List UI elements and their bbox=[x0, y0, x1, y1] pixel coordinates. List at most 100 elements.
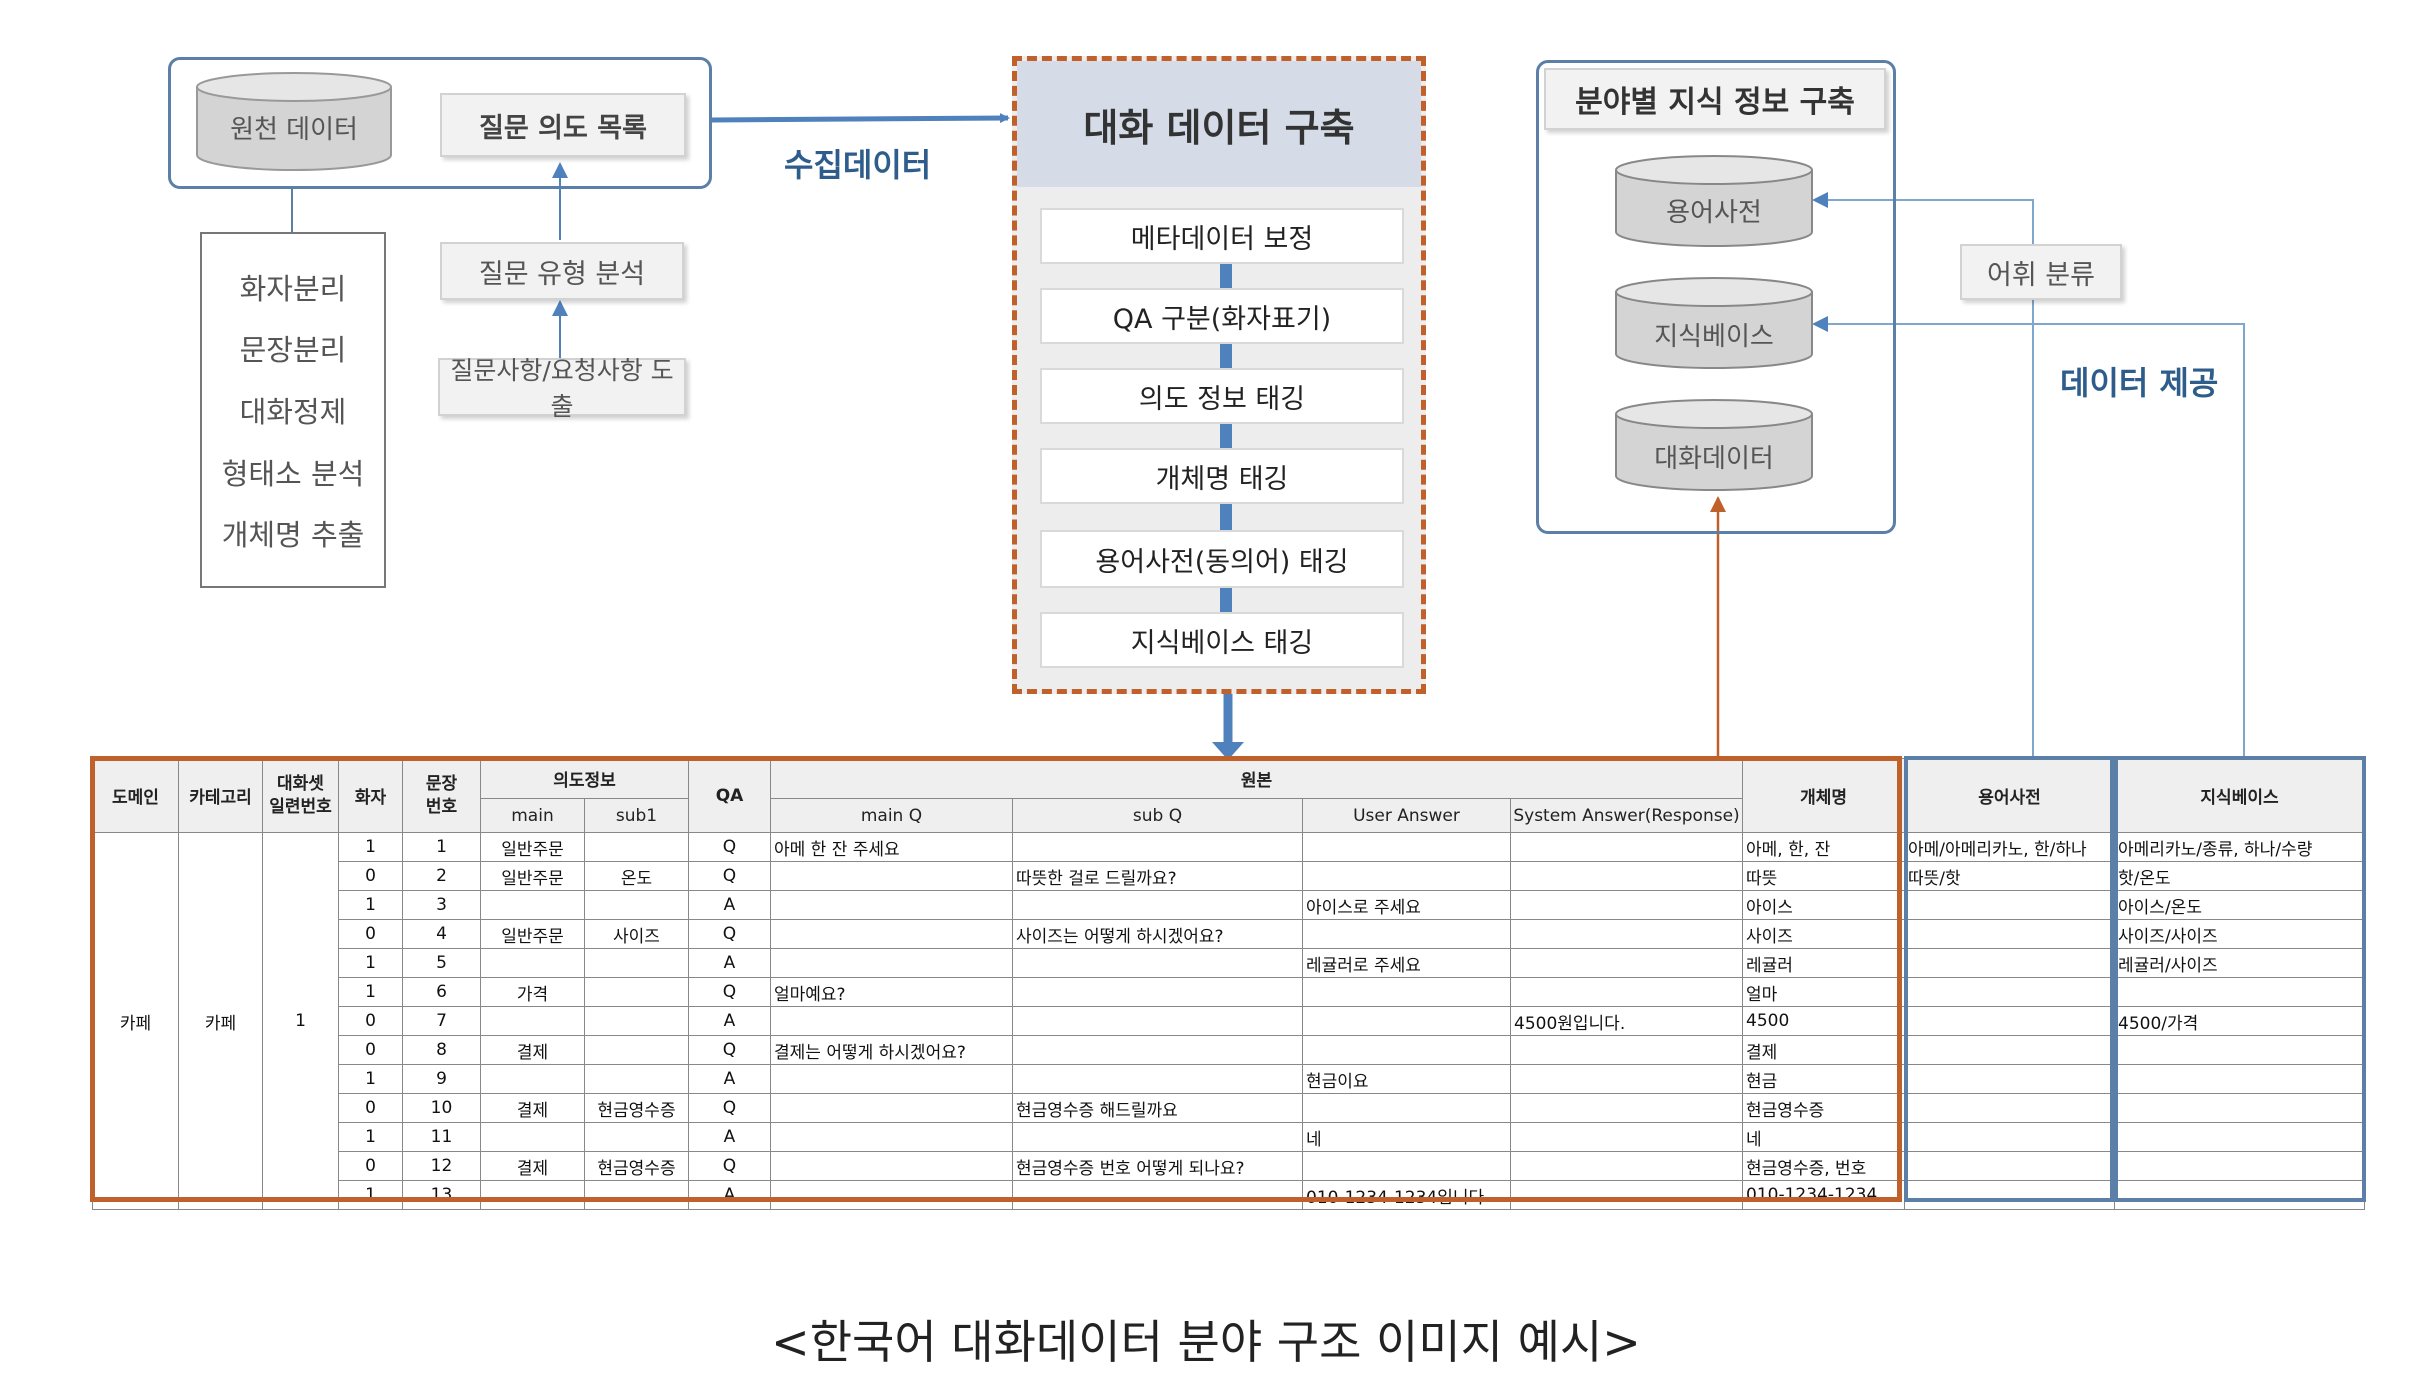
col-knowledge-base: 지식베이스 bbox=[2114, 758, 2366, 833]
cell-intent-main: 일반주문 bbox=[480, 832, 585, 862]
cell-intent-main: 결제 bbox=[480, 1151, 585, 1181]
cell-qa: Q bbox=[688, 1093, 771, 1123]
build-step-label: 지식베이스 태깅 bbox=[1130, 627, 1314, 659]
dialog-build-title-text: 대화 데이터 구축 bbox=[1083, 105, 1355, 150]
question-intent-list-card: 질문 의도 목록 bbox=[440, 93, 686, 157]
cell-qa: A bbox=[688, 1180, 771, 1210]
cell-sentence-no: 9 bbox=[402, 1064, 481, 1094]
source-data-cylinder: 원천 데이터 bbox=[195, 71, 393, 173]
cell-intent-sub1 bbox=[584, 977, 689, 1007]
cell-system-answer bbox=[1509, 919, 1744, 949]
cell-user-answer bbox=[1302, 1006, 1511, 1036]
cell-intent-sub1: 현금영수증 bbox=[584, 1151, 689, 1181]
cell-entity: 따뜻 bbox=[1742, 861, 1906, 891]
cell-term-dict bbox=[1904, 1006, 2116, 1036]
cell-intent-sub1: 사이즈 bbox=[584, 919, 689, 949]
cell-system-answer bbox=[1509, 861, 1744, 891]
cell-entity: 현금 bbox=[1742, 1064, 1906, 1094]
cell-knowledge-base bbox=[2114, 1035, 2366, 1065]
cell-term-dict bbox=[1904, 1035, 2116, 1065]
cell-user-answer bbox=[1302, 832, 1511, 862]
preprocess-step: 화자분리 bbox=[239, 271, 347, 306]
cell-sub-q bbox=[1012, 832, 1303, 862]
build-step-intent: 의도 정보 태깅 bbox=[1040, 368, 1404, 424]
cell-knowledge-base bbox=[2114, 1180, 2366, 1210]
cell-entity: 네 bbox=[1742, 1122, 1906, 1152]
knowledge-base-label: 지식베이스 bbox=[1654, 322, 1774, 352]
col-source: 원본 bbox=[769, 758, 1744, 799]
cell-entity: 결제 bbox=[1742, 1035, 1906, 1065]
cell-term-dict bbox=[1904, 1064, 2116, 1094]
cell-user-answer bbox=[1302, 1151, 1511, 1181]
cell-intent-sub1 bbox=[584, 832, 689, 862]
col-sentence-no: 문장 번호 bbox=[402, 758, 481, 833]
cell-intent-main: 일반주문 bbox=[480, 861, 585, 891]
preprocess-step: 문장분리 bbox=[239, 333, 347, 368]
cell-main-q bbox=[770, 1122, 1013, 1152]
cell-domain: 카페 bbox=[92, 832, 179, 1210]
cell-sub-q bbox=[1012, 1064, 1303, 1094]
knowledge-group-box bbox=[1536, 60, 1896, 534]
cell-entity: 사이즈 bbox=[1742, 919, 1906, 949]
cell-sentence-no: 12 bbox=[402, 1151, 481, 1181]
term-dict-label: 용어사전 bbox=[1666, 198, 1762, 228]
cell-knowledge-base bbox=[2114, 977, 2366, 1007]
table-frame-term-dict bbox=[1904, 756, 2114, 1202]
cell-knowledge-base: 레귤러/사이즈 bbox=[2114, 948, 2366, 978]
build-step-entity: 개체명 태깅 bbox=[1040, 448, 1404, 504]
preprocess-step: 개체명 추출 bbox=[221, 518, 365, 553]
cell-user-answer: 010-1234-1234입니다 bbox=[1302, 1180, 1511, 1210]
col-domain: 도메인 bbox=[92, 758, 179, 833]
cell-main-q bbox=[770, 1064, 1013, 1094]
cell-main-q bbox=[770, 890, 1013, 920]
build-step-label: 용어사전(동의어) 태깅 bbox=[1095, 546, 1349, 578]
question-type-analysis-label: 질문 유형 분석 bbox=[478, 258, 646, 290]
cell-user-answer: 현금이요 bbox=[1302, 1064, 1511, 1094]
col-intent-sub1: sub1 bbox=[584, 798, 689, 833]
cell-sub-q: 현금영수증 번호 어떻게 되나요? bbox=[1012, 1151, 1303, 1181]
cell-intent-sub1: 현금영수증 bbox=[584, 1093, 689, 1123]
cell-sentence-no: 3 bbox=[402, 890, 481, 920]
build-step-term-dict: 용어사전(동의어) 태깅 bbox=[1040, 530, 1404, 588]
cell-term-dict bbox=[1904, 1151, 2116, 1181]
cell-entity: 얼마 bbox=[1742, 977, 1906, 1007]
data-provide-label: 데이터 제공 bbox=[2060, 364, 2219, 402]
preprocess-step: 대화정제 bbox=[239, 394, 347, 429]
cell-intent-sub1 bbox=[584, 1180, 689, 1210]
col-term-dict: 용어사전 bbox=[1904, 758, 2116, 833]
cell-system-answer bbox=[1509, 1035, 1744, 1065]
dialog-data-table: 도메인 카테고리 대화셋 일련번호 화자 문장 번호 의도정보 QA 원본 개체… bbox=[92, 758, 2366, 1210]
build-step-kb: 지식베이스 태깅 bbox=[1040, 612, 1404, 668]
arrow-collect-data bbox=[711, 113, 1010, 124]
table-frame-orange bbox=[90, 756, 1902, 1202]
col-user-answer: User Answer bbox=[1302, 798, 1511, 833]
cell-speaker: 1 bbox=[338, 1180, 403, 1210]
cell-term-dict bbox=[1904, 977, 2116, 1007]
cell-speaker: 1 bbox=[338, 890, 403, 920]
figure-caption: <한국어 대화데이터 분야 구조 이미지 예시> bbox=[771, 1315, 1641, 1369]
vocab-class-card: 어휘 분류 bbox=[1960, 244, 2122, 300]
cell-entity: 4500 bbox=[1742, 1006, 1906, 1036]
source-group-box bbox=[168, 57, 712, 189]
source-data-label: 원천 데이터 bbox=[230, 115, 358, 145]
dialog-build-title: 대화 데이터 구축 bbox=[1017, 61, 1421, 187]
build-step-label: QA 구분(화자표기) bbox=[1112, 303, 1332, 335]
cell-sub-q bbox=[1012, 1122, 1303, 1152]
cell-main-q: 얼마예요? bbox=[770, 977, 1013, 1007]
col-entity: 개체명 bbox=[1742, 758, 1906, 833]
cell-term-dict bbox=[1904, 1093, 2116, 1123]
arrow-center-to-table-head bbox=[1212, 742, 1244, 760]
cell-user-answer bbox=[1302, 919, 1511, 949]
cell-intent-sub1 bbox=[584, 1006, 689, 1036]
knowledge-title-text: 분야별 지식 정보 구축 bbox=[1575, 85, 1855, 120]
table-frame-knowledge-base bbox=[2114, 756, 2366, 1202]
